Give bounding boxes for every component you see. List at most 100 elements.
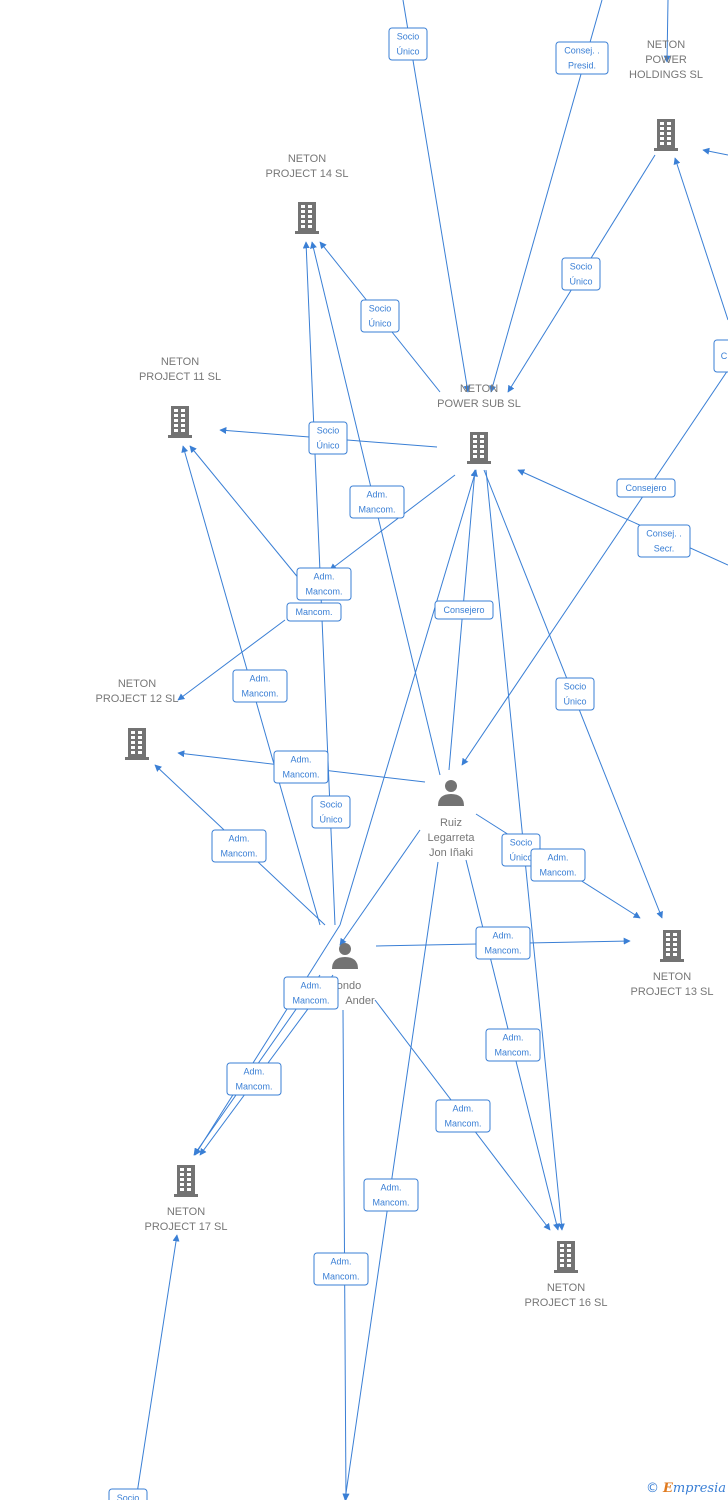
relation-label-text: Adm. [366,490,387,500]
relation-label[interactable]: Consej. . Secr. [637,524,691,558]
company-name-line: PROJECT 11 SL [139,371,221,383]
relation-label-text: Secr. [654,544,675,554]
relation-label-text: Socio [369,304,392,314]
building-icon [654,119,678,151]
relation-label[interactable]: Adm.Mancom. [283,976,339,1010]
building-icon [174,1165,198,1197]
edge-layer [135,0,728,1500]
relation-label[interactable]: Adm.Mancom. [226,1062,282,1096]
relation-label[interactable]: Adm. Mancom. [211,829,267,863]
relation-label[interactable]: Adm.Mancom. [435,1099,491,1133]
relation-label[interactable]: Consejero [616,478,676,498]
relation-label[interactable]: Adm.Mancom. [273,750,329,784]
relation-label-text: Mancom. [322,1272,359,1282]
relation-label-box [296,567,352,601]
building-icon [467,432,491,464]
relation-label[interactable]: Consej. .Presid. [555,41,609,75]
relation-label-text: Adm. [228,834,249,844]
relation-label-text: Consej. . [646,529,682,539]
relation-label-text: Único [509,853,532,863]
relation-label-text: Mancom. [241,689,278,699]
relation-label-text: Mancom. [444,1119,481,1129]
person-icon [332,943,358,969]
relation-label[interactable]: Adm.Mancom. [313,1252,369,1286]
relation-label[interactable]: Adm.Mancom. [475,926,531,960]
building-icon [295,202,319,234]
relation-label-text: Socio [317,426,340,436]
relation-label-text: Adm. [547,853,568,863]
relation-label-text: Adm. [300,981,321,991]
company-name-line: PROJECT 13 SL [631,986,714,998]
relation-label-text: Adm. [290,755,311,765]
relation-edge [194,924,341,1156]
relation-label-text: Presid. [568,61,596,71]
company-name-line: NETON [118,678,156,690]
company-node[interactable]: NETON PROJECT 13 SL [631,930,714,998]
relation-label[interactable]: Adm.Mancom. [530,848,586,882]
company-name-line: NETON [653,971,691,983]
relation-label-text: Consejero [625,483,666,493]
relation-label-box [388,27,428,61]
relation-label[interactable]: Mancom. [286,602,342,622]
relation-edge [339,469,478,926]
relation-label[interactable]: Adm.Mancom. [296,567,352,601]
relation-label-text: Adm. [502,1033,523,1043]
copyright-icon: © [645,1481,659,1496]
relation-edge [339,829,421,946]
relation-edge [329,474,456,571]
relation-label-text: Socio [570,262,593,272]
brand-footer[interactable]: ©Empresia [646,1481,726,1496]
relation-label[interactable]: C [713,339,728,373]
relation-label-text: Mancom. [494,1048,531,1058]
relation-edge [189,445,301,581]
relation-label-box [363,1178,419,1212]
company-name-line: NETON [647,39,685,51]
relation-label-text: Adm. [313,572,334,582]
person-name-line: ondo [337,980,361,992]
relation-label-box [232,669,288,703]
relation-label-text: Único [319,815,342,825]
relation-label[interactable]: Socio [108,1488,148,1500]
company-name-line: NETON [288,153,326,165]
relation-label-text: Mancom. [220,849,257,859]
relation-label[interactable]: Adm. Mancom. [485,1028,541,1062]
relation-label-box [555,41,609,75]
relation-edge [177,619,286,701]
relation-label-box [435,1099,491,1133]
relation-label-text: Mancom. [295,607,332,617]
relation-label-box [286,602,342,622]
relation-label-box [616,478,676,498]
relation-label-box [283,976,339,1010]
building-icon [125,728,149,760]
relation-label-box [273,750,329,784]
relation-edge [663,0,671,63]
brand-initial: E [662,1481,673,1496]
relation-label-box [530,848,586,882]
relation-label[interactable]: Adm.Mancom. [349,485,405,519]
relation-label[interactable]: Consejero [434,600,494,620]
building-icon [554,1241,578,1273]
relation-label-box [313,1252,369,1286]
relation-label-box [637,524,691,558]
relation-label-box [308,421,348,455]
relation-label[interactable]: Adm.Mancom. [363,1178,419,1212]
relation-label[interactable]: Adm.Mancom. [232,669,288,703]
person-name-line: Legarreta [427,832,475,844]
